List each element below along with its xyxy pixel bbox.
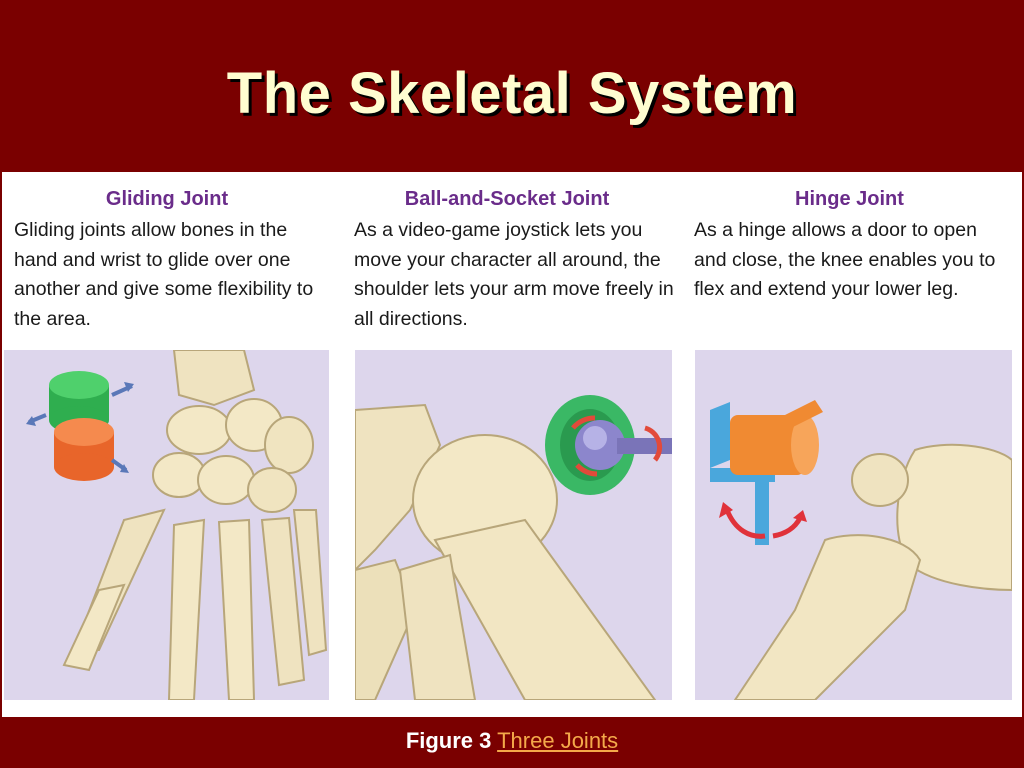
gliding-joint-text: Gliding joints allow bones in the hand a…	[14, 219, 314, 330]
figure-caption: Figure 3 Three Joints	[0, 728, 1024, 754]
ball-and-socket-joint-heading: Ball-and-Socket Joint	[404, 188, 610, 210]
ball-and-socket-joint-text: As a video-game joystick lets you move y…	[354, 219, 674, 330]
gliding-joint-illustration	[4, 350, 329, 700]
three-joints-link[interactable]: Three Joints	[497, 728, 619, 753]
hinge-joint-text: As a hinge allows a door to open and clo…	[694, 219, 996, 300]
hinge-joint-heading: Hinge Joint	[795, 188, 904, 210]
figure-label: Figure 3	[405, 728, 492, 753]
ball-and-socket-joint-illustration	[355, 350, 672, 700]
hinge-joint-illustration	[695, 350, 1012, 700]
slide-title: The Skeletal System	[226, 61, 798, 126]
three-joints-figure: Gliding Joint Gliding joints allow bones…	[2, 172, 1022, 717]
gliding-joint-heading: Gliding Joint	[105, 188, 229, 210]
